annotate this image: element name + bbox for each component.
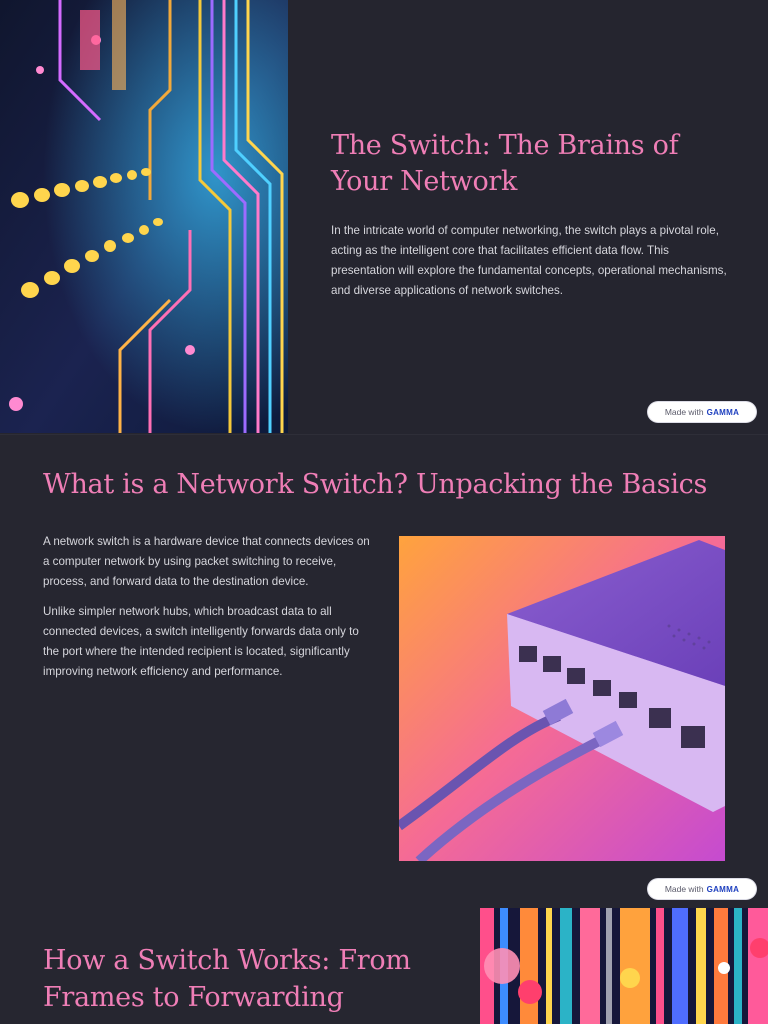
badge-prefix: Made with [664,407,704,417]
slide-what-is-switch: What is a Network Switch? Unpacking the … [0,434,768,909]
gamma-logo: GAMMA [706,407,740,417]
made-with-gamma-badge[interactable]: Made with GAMMA [648,402,756,422]
slide-intro: The Switch: The Brains of Your Network I… [0,0,768,434]
circuit-lights-image [0,0,288,433]
badge-prefix: Made with [664,884,704,894]
made-with-gamma-badge[interactable]: Made with GAMMA [648,879,756,899]
gamma-logo: GAMMA [706,884,740,894]
slide-title: What is a Network Switch? Unpacking the … [43,469,708,500]
network-switch-image [399,536,725,861]
slide-how-switch-works: How a Switch Works: From Frames to Forwa… [0,908,768,1024]
slide-paragraph: In the intricate world of computer netwo… [331,224,727,297]
abstract-circuit-image [480,908,768,1024]
slide-title: How a Switch Works: From Frames to Forwa… [43,945,411,1013]
slide-title: The Switch: The Brains of Your Network [331,130,679,197]
slide-paragraph: A network switch is a hardware device th… [43,535,370,588]
slide-paragraph: Unlike simpler network hubs, which broad… [43,605,359,678]
